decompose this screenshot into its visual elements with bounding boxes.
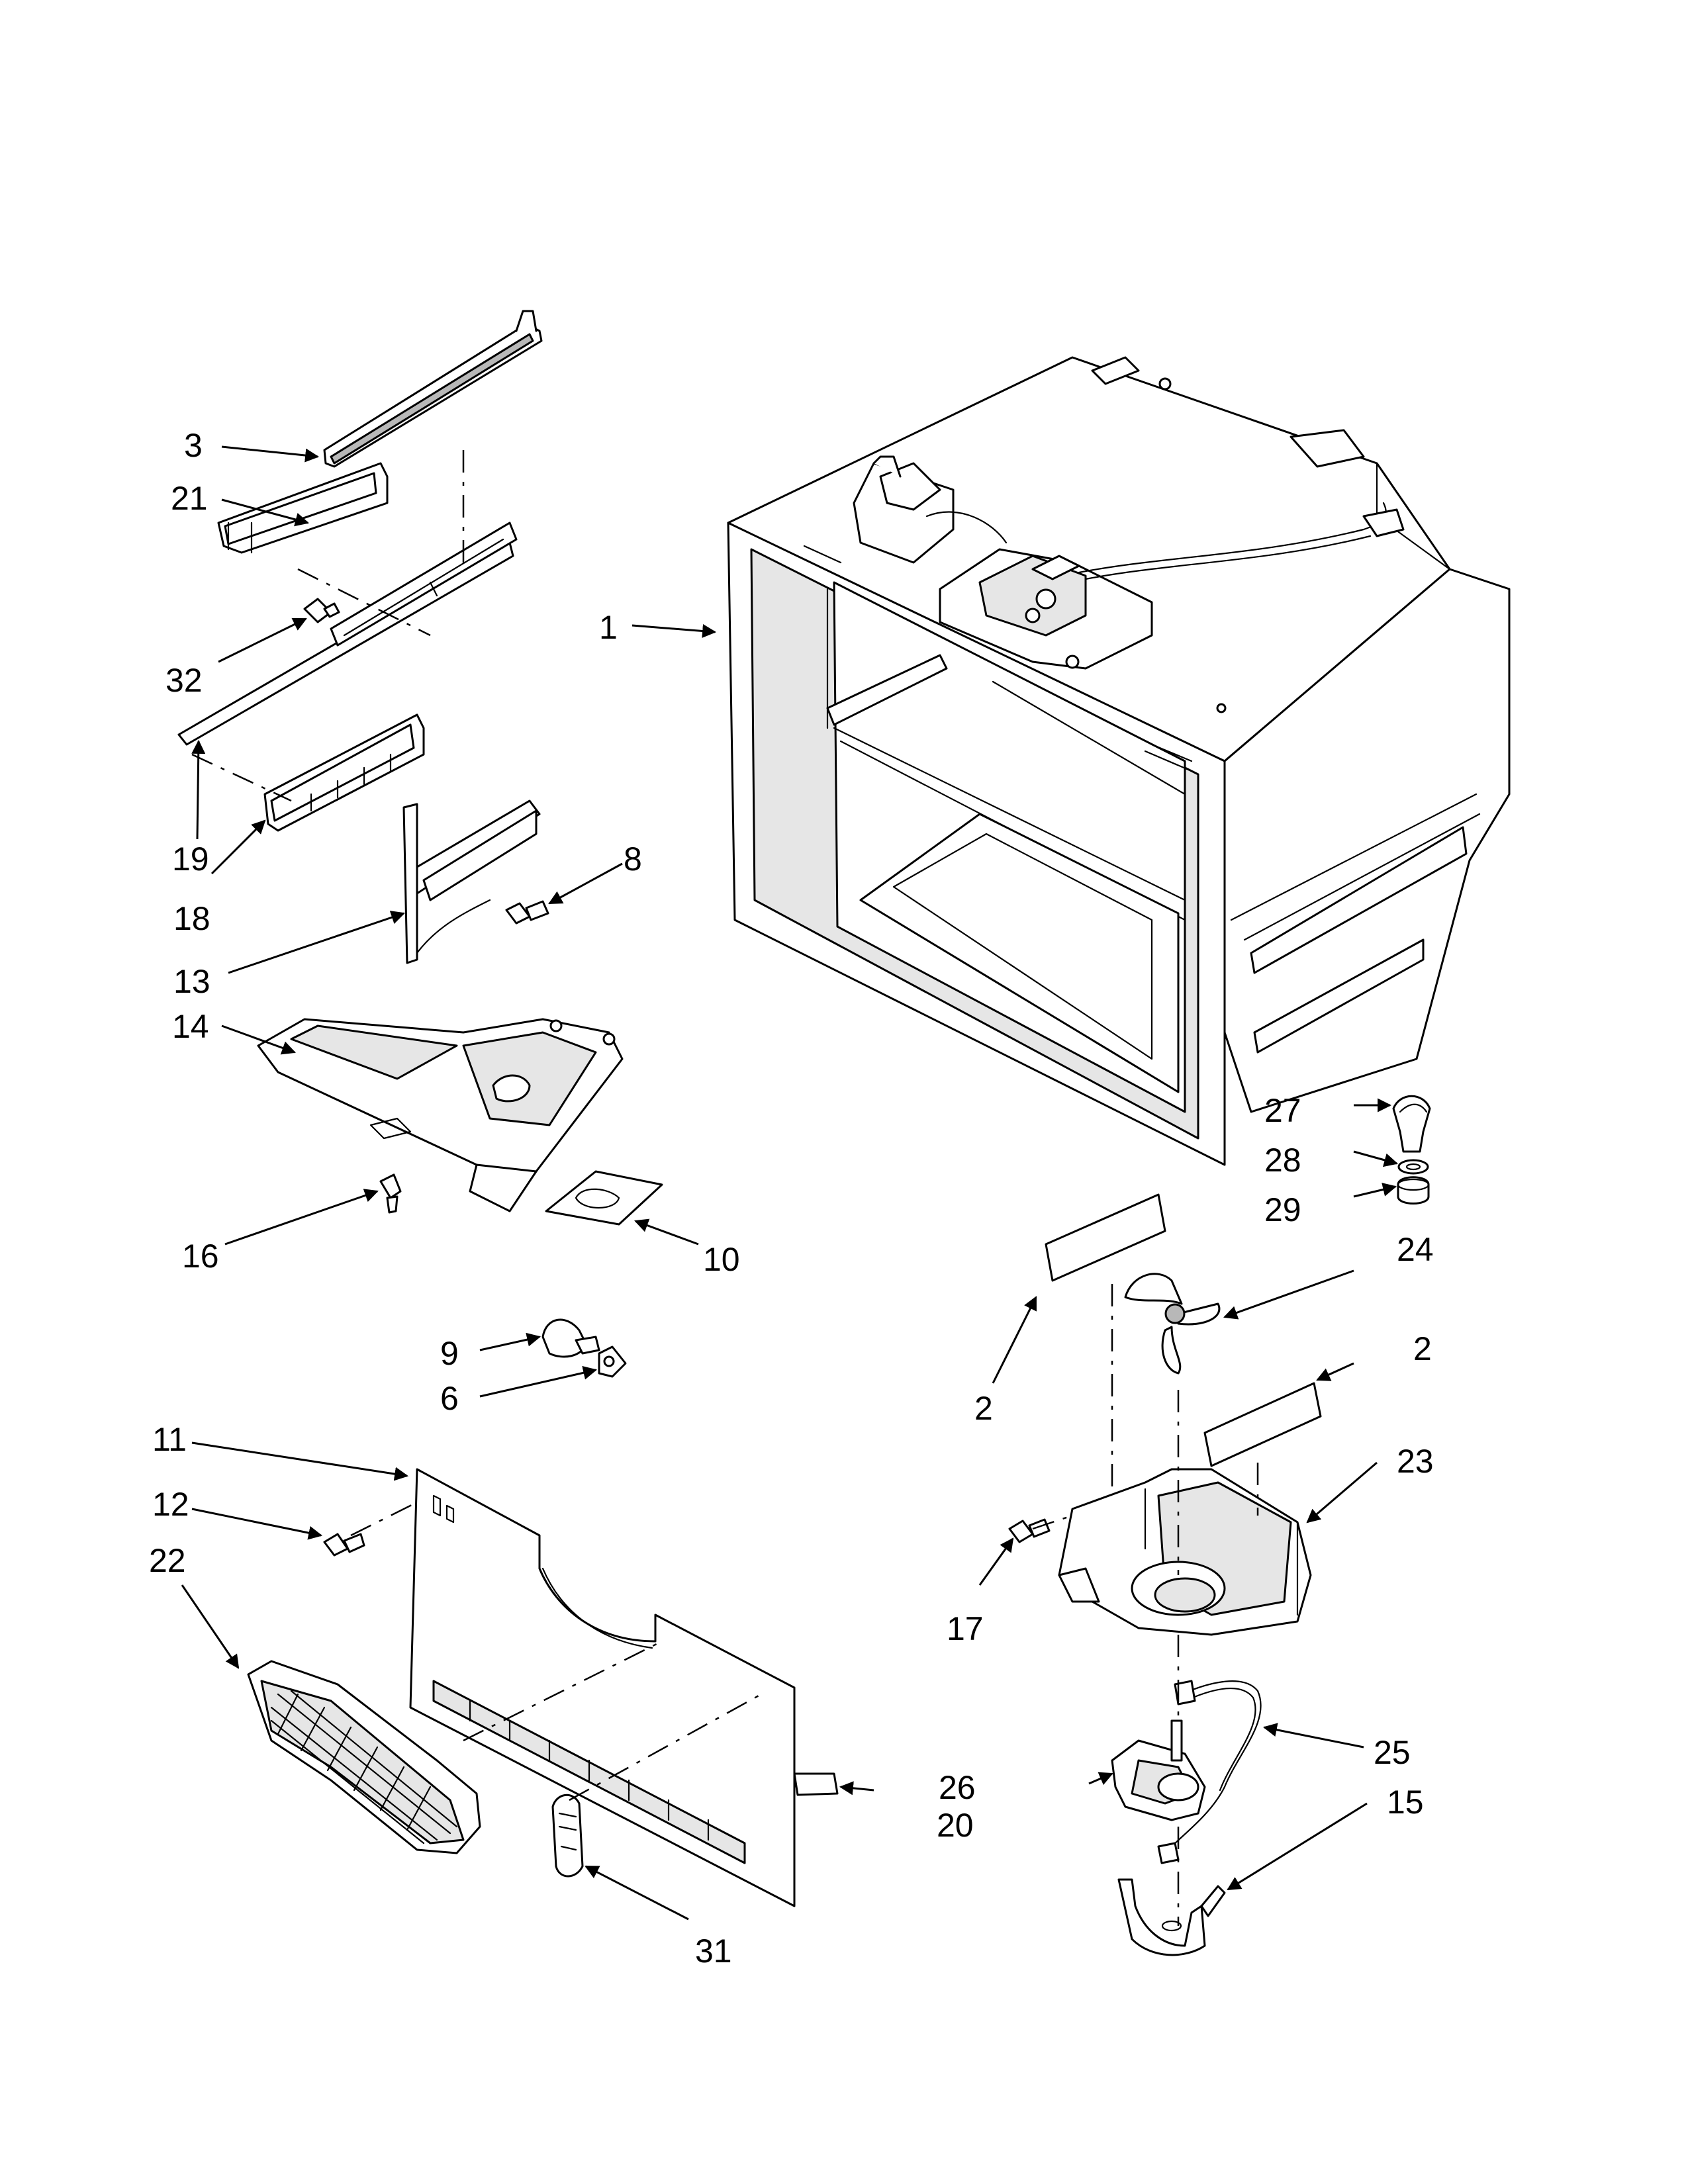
- callout-29: 29: [1264, 1191, 1301, 1228]
- part-10-label: [545, 1170, 663, 1226]
- part-9-knob: [541, 1318, 600, 1358]
- callout-8: 8: [624, 841, 642, 878]
- callout-12: 12: [152, 1486, 189, 1523]
- callout-numbers: 1 3 21 32 19 18 13 8 14 16 10 9 6 11 12 …: [149, 427, 1434, 1970]
- callout-28: 28: [1264, 1142, 1301, 1179]
- callout-26: 26: [939, 1769, 976, 1806]
- part-32-screw: [303, 598, 340, 623]
- callout-2-left: 2: [974, 1390, 993, 1427]
- callout-22: 22: [149, 1542, 186, 1579]
- assembly-lines: [191, 450, 1259, 1926]
- part-2-foam-pad-upper: [1045, 1193, 1166, 1282]
- callout-31: 31: [695, 1933, 732, 1970]
- callout-15: 15: [1387, 1784, 1424, 1821]
- callout-23: 23: [1397, 1443, 1434, 1480]
- part-25-harness: [1157, 1680, 1262, 1864]
- part-3-slide-rail: [323, 310, 543, 468]
- part-31-clip: [551, 1794, 584, 1878]
- part-2-foam-pad-lower: [1203, 1382, 1322, 1467]
- callout-14: 14: [172, 1008, 209, 1045]
- part-15-bracket: [1117, 1878, 1226, 1956]
- callout-9: 9: [440, 1335, 459, 1372]
- part-22-grille: [247, 1660, 481, 1854]
- part-8-screw: [505, 900, 549, 925]
- part-21-rail-bracket: [217, 462, 389, 554]
- callout-10: 10: [703, 1241, 740, 1278]
- part-16-clip: [379, 1173, 402, 1214]
- callout-11: 11: [152, 1421, 187, 1458]
- callout-24: 24: [1397, 1231, 1434, 1268]
- part-29-grommet: [1397, 1176, 1430, 1205]
- part-11-panel: [409, 1468, 796, 1907]
- part-6-cap: [598, 1345, 627, 1378]
- part-12-screw: [323, 1533, 365, 1557]
- callout-3: 3: [184, 427, 203, 464]
- callout-16: 16: [182, 1238, 219, 1275]
- part-14-tray: [257, 1018, 624, 1212]
- part-26-motor: [1111, 1719, 1206, 1821]
- callout-25: 25: [1374, 1734, 1411, 1771]
- callout-21: 21: [171, 480, 208, 517]
- callout-18: 18: [173, 900, 211, 937]
- part-18-rail-bracket: [263, 713, 425, 832]
- part-28-washer: [1397, 1159, 1429, 1175]
- part-17-screw: [1008, 1518, 1051, 1543]
- callout-13: 13: [173, 963, 211, 1000]
- part-27-damper: [1392, 1095, 1431, 1153]
- lower-slide-rail: [177, 522, 518, 746]
- part-13-bracket: [402, 799, 541, 964]
- callout-17: 17: [947, 1610, 984, 1647]
- callout-20: 20: [937, 1807, 974, 1844]
- callout-32: 32: [165, 662, 203, 699]
- callout-19: 19: [172, 841, 209, 878]
- callout-6: 6: [440, 1380, 459, 1417]
- part-23-fan-housing: [1058, 1468, 1312, 1636]
- callout-27: 27: [1264, 1092, 1301, 1129]
- part-1-freezer-liner: [727, 356, 1511, 1166]
- part-24-fan-blade: [1124, 1273, 1221, 1375]
- callout-1: 1: [599, 609, 618, 646]
- part-20-foam-strip: [793, 1772, 839, 1796]
- leader-arrows: [181, 445, 1399, 1921]
- callout-2-right: 2: [1413, 1330, 1432, 1367]
